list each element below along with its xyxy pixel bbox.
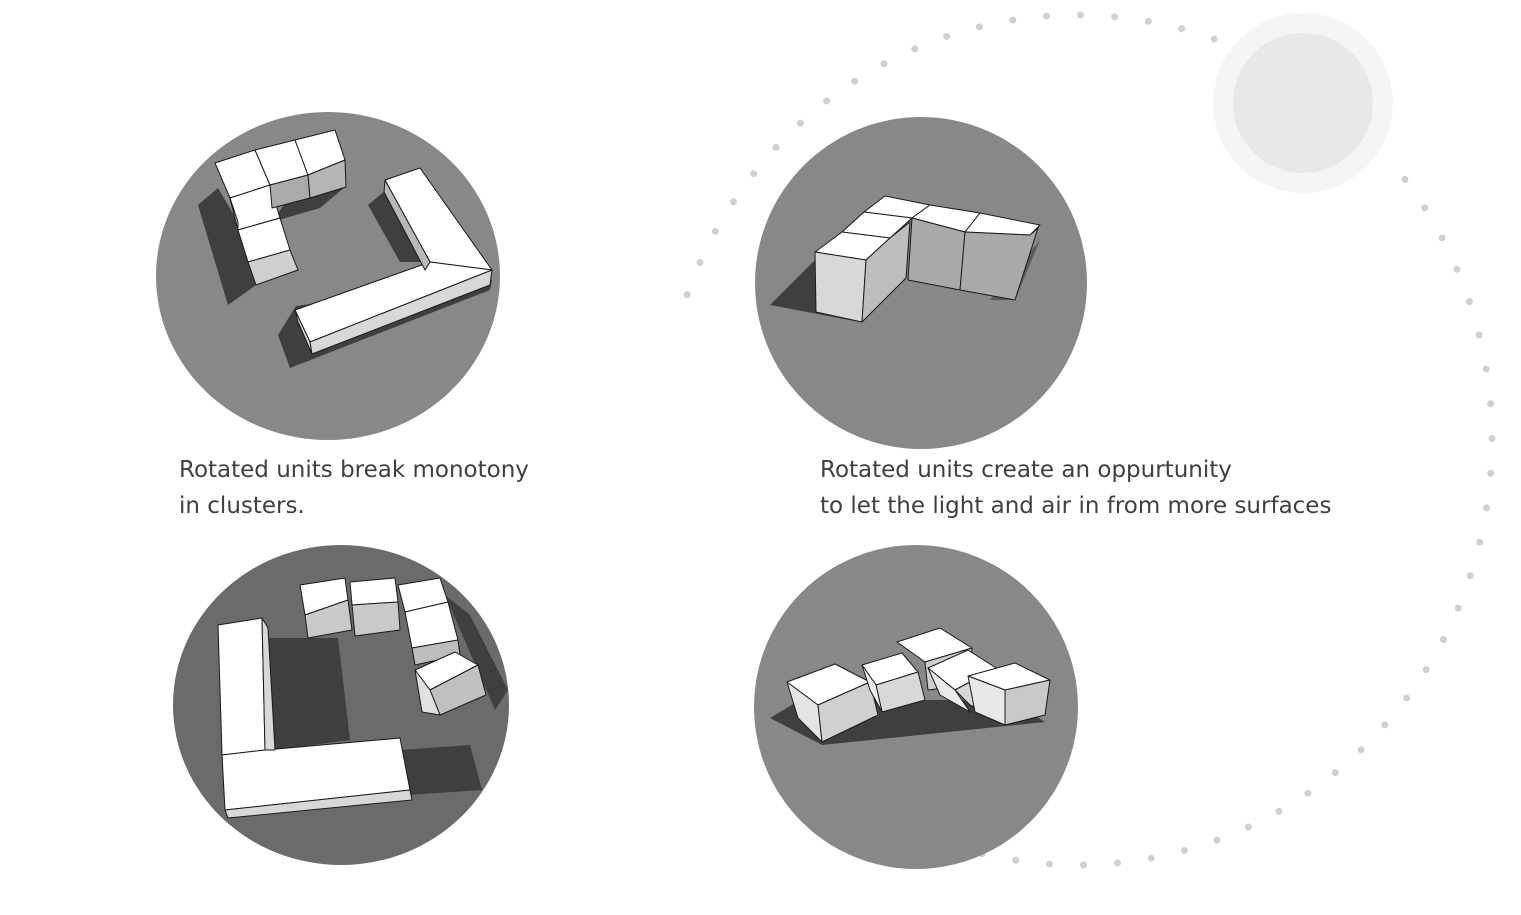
orbit-dot xyxy=(1080,861,1087,869)
orbit-dot xyxy=(911,45,919,53)
unit-cluster-l-compact xyxy=(814,195,1041,323)
orbit-dot xyxy=(1213,836,1221,844)
orbit-dot xyxy=(1043,12,1051,20)
orbit-dot xyxy=(1454,604,1462,612)
caption-right-line-1: Rotated units create an oppurtunity xyxy=(820,457,1232,483)
orbit-dot xyxy=(683,291,691,299)
orbit-dot xyxy=(1331,769,1339,777)
orbit-dot xyxy=(796,119,804,127)
sun-icon xyxy=(1213,13,1393,193)
orbit-dot xyxy=(1357,746,1365,754)
orbit-dot xyxy=(880,60,888,68)
orbit-dot xyxy=(1111,13,1119,21)
orbit-dot xyxy=(943,33,951,40)
orbit-dot xyxy=(1210,35,1218,43)
caption-rotated-clusters: Rotated units break monotony in clusters… xyxy=(179,452,529,524)
orbit-dot xyxy=(1438,234,1446,242)
disc-top-right xyxy=(755,117,1087,449)
caption-left-line-2: in clusters. xyxy=(179,493,305,519)
orbit-dot xyxy=(1244,823,1252,831)
orbit-dot xyxy=(1180,847,1188,854)
caption-light-and-air: Rotated units create an oppurtunity to l… xyxy=(820,452,1331,524)
orbit-dot xyxy=(1114,859,1121,867)
orbit-dot xyxy=(1482,365,1490,373)
orbit-dot xyxy=(1401,176,1409,183)
orbit-dot xyxy=(1487,400,1494,408)
orbit-dot xyxy=(1009,16,1017,24)
unit-cluster-rotated-row xyxy=(786,627,1051,743)
unit-bar-l-large xyxy=(217,617,413,819)
orbit-dot xyxy=(1275,807,1283,815)
orbit-dot xyxy=(1422,666,1430,674)
orbit-dot xyxy=(1147,854,1155,862)
unit-bar-l-long xyxy=(294,167,493,355)
orbit-dot xyxy=(750,170,758,178)
orbit-dot xyxy=(1178,25,1186,33)
orbit-dot xyxy=(1304,789,1312,797)
orbit-dot xyxy=(1144,17,1152,25)
orbit-dot xyxy=(1488,435,1496,442)
orbit-dot xyxy=(711,227,719,235)
orbit-dot xyxy=(1046,860,1053,868)
orbit-dot xyxy=(851,77,859,85)
orbit-dot xyxy=(1439,636,1447,643)
orbit-dot xyxy=(1487,469,1495,477)
caption-left-line-1: Rotated units break monotony xyxy=(179,457,529,483)
orbit-dot xyxy=(1476,538,1484,546)
orbit-dot xyxy=(772,143,780,151)
orbit-dot xyxy=(1421,204,1429,212)
orbit-dot xyxy=(1381,721,1389,729)
orbit-dot xyxy=(696,258,704,266)
orbit-dot xyxy=(729,198,737,206)
orbit-dot xyxy=(1483,504,1491,512)
unit-cluster-l-small xyxy=(214,129,347,286)
orbit-dot xyxy=(1466,572,1474,580)
orbit-dot xyxy=(1475,331,1483,339)
unit-cluster-rotated-small xyxy=(299,577,487,716)
caption-right-line-2: to let the light and air in from more su… xyxy=(820,493,1332,519)
orbit-dot xyxy=(1453,265,1461,273)
disc-bottom-right xyxy=(754,545,1078,869)
disc-top-left xyxy=(156,112,500,440)
disc-bottom-left xyxy=(173,545,509,865)
orbit-dot xyxy=(1012,856,1020,864)
orbit-dot xyxy=(975,23,983,31)
orbit-dot xyxy=(1403,694,1411,702)
orbit-dot xyxy=(1077,11,1085,19)
orbit-dot xyxy=(823,97,831,105)
orbit-dot xyxy=(1465,298,1473,306)
